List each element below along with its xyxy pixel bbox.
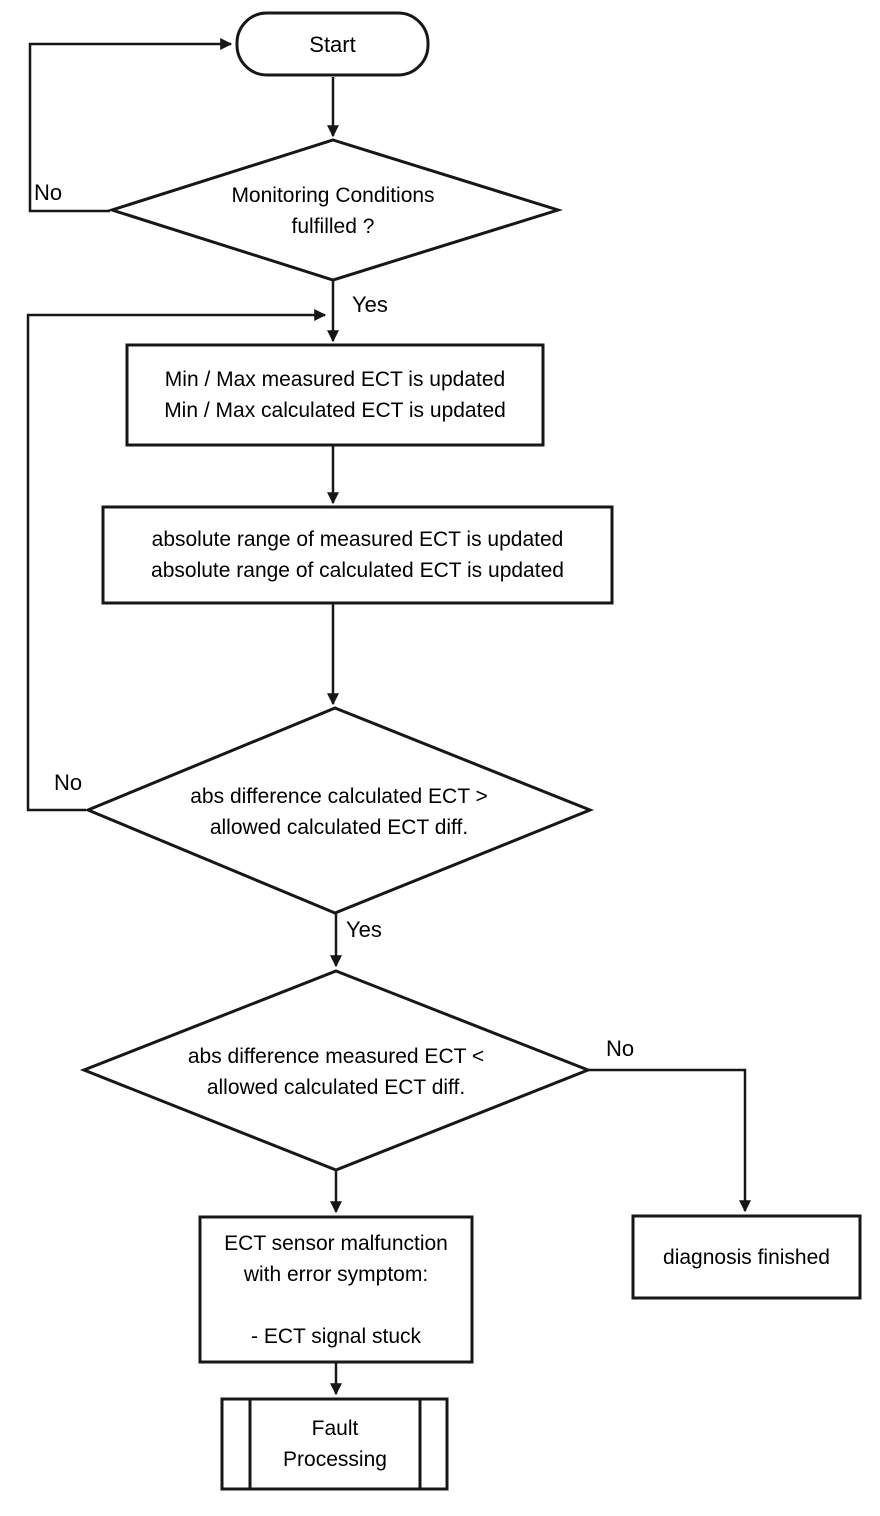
edge-meas-diff-no-to-diagnosis-finished	[588, 1068, 751, 1213]
start-terminator-shape	[235, 11, 430, 77]
malfunction-shape	[198, 1215, 474, 1364]
fault-processing-shape	[220, 1397, 449, 1491]
edge-calc-diff-no-loop-to-junction	[26, 309, 327, 812]
absrange-update-shape	[101, 505, 614, 605]
minmax-update-shape	[125, 343, 545, 447]
calc-diff-decision-shape	[84, 706, 595, 915]
diagnosis-finished-shape	[631, 1214, 862, 1300]
monitoring-decision-shape	[107, 138, 564, 282]
meas-diff-decision-shape	[79, 969, 593, 1172]
edge-monitoring-no-loop-to-start	[28, 38, 233, 213]
